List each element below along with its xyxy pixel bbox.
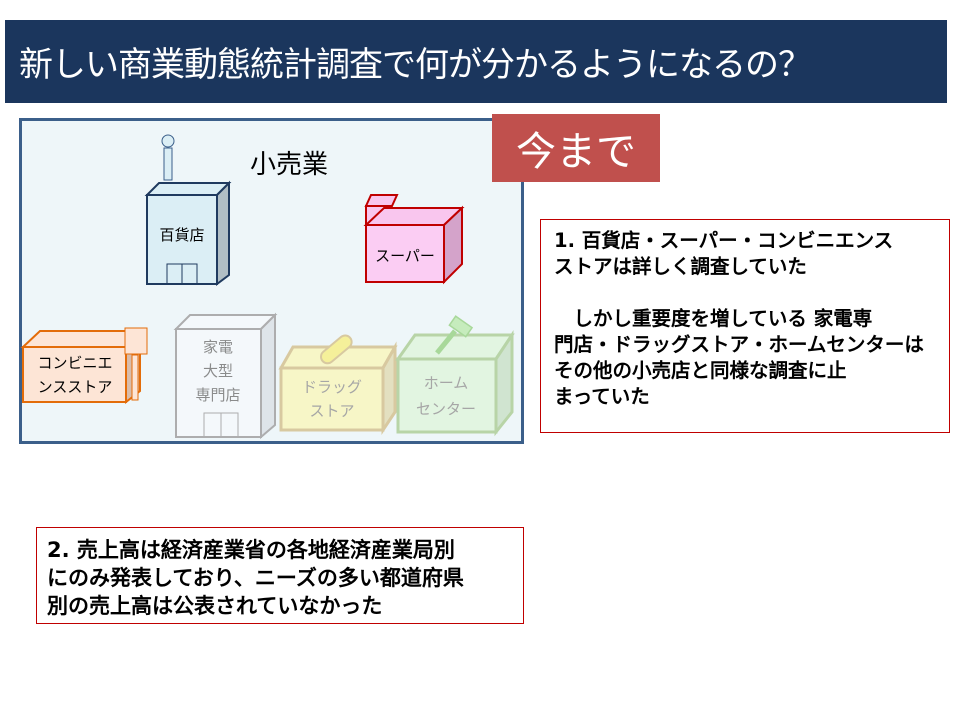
note2-line: 2. 売上高は経済産業省の各地経済産業局別 xyxy=(47,538,455,562)
supermarket-label: スーパー xyxy=(375,247,435,265)
note2-line: 別の売上高は公表されていなかった xyxy=(47,594,383,618)
home-center-icon: ホーム センター xyxy=(395,315,515,437)
note2-line: にのみ発表しており、ニーズの多い都道府県 xyxy=(47,566,464,590)
note-previous-survey-scope: 1. 百貨店・スーパー・コンビニエンス ストアは詳しく調査していた しかし重要度… xyxy=(540,219,950,433)
note-sales-publication: 2. 売上高は経済産業省の各地経済産業局別 にのみ発表しており、ニーズの多い都道… xyxy=(36,527,524,624)
note1-line: その他の小売店と同様な調査に止 xyxy=(554,359,847,382)
note1-line: ストアは詳しく調査していた xyxy=(554,255,807,278)
electronics-store-label-3: 専門店 xyxy=(195,386,240,404)
home-center-label-2: センター xyxy=(416,400,476,418)
drugstore-label-1: ドラッグ xyxy=(302,378,362,396)
supermarket-icon: スーパー xyxy=(363,194,465,285)
convenience-store-label-2: ンスストア xyxy=(38,378,113,396)
note1-line: まっていた xyxy=(554,385,650,408)
convenience-store-label-1: コンビニエ xyxy=(37,354,112,372)
slide-title: 新しい商業動態統計調査で何が分かるようになるの？ xyxy=(5,20,947,103)
note1-line: 門店・ドラッグストア・ホームセンターは xyxy=(554,333,924,356)
electronics-store-label-2: 大型 xyxy=(203,362,233,380)
electronics-store-label-1: 家電 xyxy=(203,338,233,356)
drugstore-label-2: ストア xyxy=(309,402,354,420)
electronics-store-icon: 家電 大型 専門店 xyxy=(173,312,278,440)
drugstore-icon: ドラッグ ストア xyxy=(278,334,398,435)
note1-line: 1. 百貨店・スーパー・コンビニエンス xyxy=(554,229,894,252)
department-store-icon: 百貨店 xyxy=(144,134,232,286)
department-store-label: 百貨店 xyxy=(159,226,204,244)
until-now-badge: 今まで xyxy=(492,114,660,182)
home-center-label-1: ホーム xyxy=(424,374,469,392)
convenience-store-icon: コンビニエ ンスストア xyxy=(20,327,148,405)
retail-panel-label: 小売業 xyxy=(250,150,329,180)
note1-line: しかし重要度を増している 家電専 xyxy=(554,307,873,330)
